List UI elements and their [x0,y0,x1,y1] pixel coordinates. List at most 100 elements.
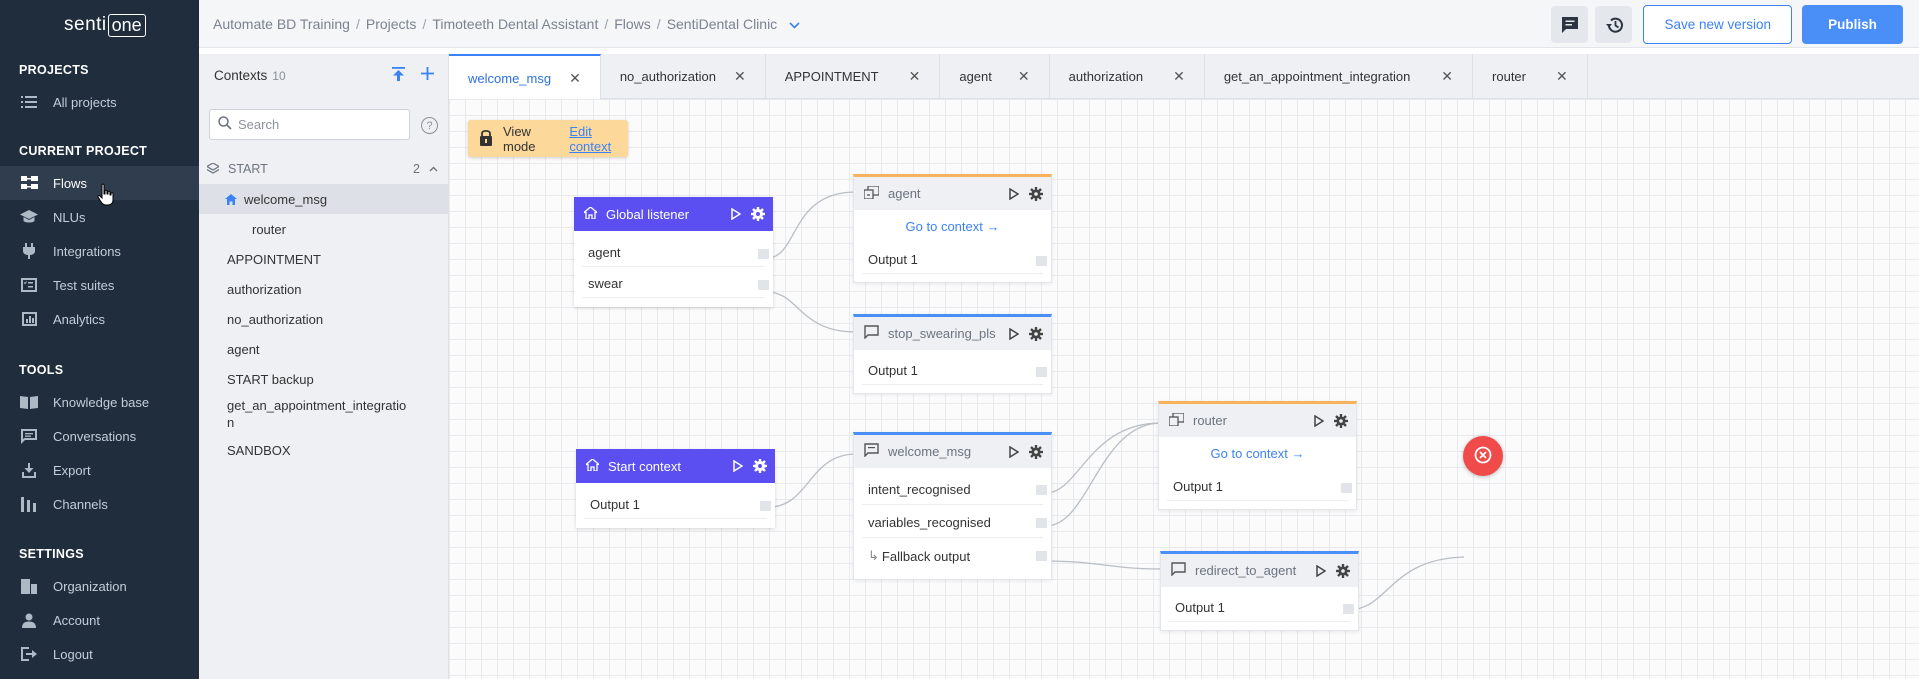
gear-icon[interactable] [1029,187,1043,204]
nav-item-analytics[interactable]: Analytics [0,302,199,336]
chevron-up-icon[interactable] [429,163,438,175]
close-icon[interactable]: ✕ [733,68,746,84]
close-icon[interactable]: ✕ [1441,68,1454,84]
output-port[interactable] [1343,604,1354,614]
publish-button[interactable]: Publish [1802,5,1903,44]
play-icon[interactable] [1316,564,1327,580]
output-port[interactable] [1341,483,1352,493]
home-icon [582,205,599,222]
nav-item-test-suites[interactable]: Test suites [0,268,199,302]
context-item-sandbox[interactable]: SANDBOX [199,435,448,465]
nav-item-knowledge-base[interactable]: Knowledge base [0,385,199,419]
gear-icon[interactable] [1029,445,1043,462]
close-icon[interactable]: ✕ [569,69,581,86]
go-to-context-link[interactable]: Go to context → [905,219,1000,234]
save-new-version-button[interactable]: Save new version [1643,5,1792,44]
tab-welcome-msg[interactable]: welcome_msg✕ [449,54,601,100]
close-icon[interactable]: ✕ [1556,68,1568,84]
output-row: Output 1 [862,246,1047,274]
output-port[interactable] [758,249,769,259]
history-icon-button[interactable] [1595,6,1633,43]
nav-item-conversations[interactable]: Conversations [0,419,199,453]
output-port[interactable] [1036,485,1047,495]
tab-get-an-appointment-integration[interactable]: get_an_appointment_integration ✕ [1205,54,1474,99]
context-item-welcome-msg[interactable]: welcome_msg [199,184,448,214]
tab-router[interactable]: router✕ [1473,54,1588,99]
nav-item-account[interactable]: Account [0,603,199,637]
play-icon[interactable] [1009,187,1020,203]
tab-authorization[interactable]: authorization✕ [1050,54,1205,99]
nav-item-export[interactable]: Export [0,453,199,487]
output-port[interactable] [1036,551,1047,561]
add-context-icon[interactable] [421,67,434,84]
node-welcome-msg[interactable]: welcome_msg intent_recognised variables_… [853,432,1052,580]
edit-context-link[interactable]: Edit context [569,123,612,154]
gear-icon[interactable] [1029,327,1043,344]
chat-icon-button[interactable] [1551,6,1589,43]
context-item-router[interactable]: router [199,214,448,244]
play-icon[interactable] [1009,445,1020,461]
breadcrumb: Automate BD Training / Projects / Timote… [199,16,800,32]
context-group-start[interactable]: START 2 [199,154,448,184]
play-icon[interactable] [731,207,742,223]
nav-item-nlus[interactable]: NLUs [0,200,199,234]
play-icon[interactable] [1314,414,1325,430]
output-port[interactable] [1036,518,1047,528]
gear-icon[interactable] [1336,564,1350,581]
view-mode-banner: View mode Edit context [468,120,628,157]
play-icon[interactable] [1009,327,1020,343]
node-stop-swearing-pls[interactable]: stop_swearing_pls Output 1 [853,314,1052,394]
node-global-listener[interactable]: Global listener agent swear [574,197,773,307]
help-icon[interactable]: ? [421,117,438,134]
breadcrumb-flows[interactable]: Flows [614,15,651,32]
contexts-search[interactable] [209,109,410,140]
output-port[interactable] [760,501,771,511]
output-row-variables-recognised: variables_recognised [862,508,1047,538]
close-icon[interactable]: ✕ [1017,68,1030,84]
context-item-get-appointment-integration[interactable]: get_an_appointment_integratio n [199,394,448,432]
nav-item-organization[interactable]: Organization [0,569,199,603]
node-agent[interactable]: agent Go to context → Output 1 [853,174,1052,283]
context-item-appointment[interactable]: APPOINTMENT [199,244,448,274]
breadcrumb-flow-name[interactable]: SentiDental Clinic [666,15,778,32]
upload-icon[interactable] [392,67,405,84]
search-input[interactable] [238,117,398,132]
output-port[interactable] [758,280,769,290]
group-label: START [228,162,268,176]
nav-item-flows[interactable]: Flows [0,166,199,206]
gear-icon[interactable] [751,207,765,224]
tab-agent[interactable]: agent✕ [940,54,1050,99]
node-start-context[interactable]: Start context Output 1 [576,449,775,528]
context-item-no-authorization[interactable]: no_authorization [199,304,448,334]
gear-icon[interactable] [1334,414,1348,431]
output-port[interactable] [1036,256,1047,266]
context-item-authorization[interactable]: authorization [199,274,448,304]
close-icon[interactable]: ✕ [908,68,921,84]
node-router[interactable]: router Go to context → Output 1 [1158,401,1357,510]
context-item-agent[interactable]: agent [199,334,448,364]
go-to-context-link[interactable]: Go to context → [1210,446,1305,461]
breadcrumb-project[interactable]: Timoteeth Dental Assistant [432,15,599,32]
nav-section-current-project: CURRENT PROJECT [19,144,148,158]
end-conversation-node[interactable] [1463,436,1503,476]
context-label: welcome_msg [244,191,328,207]
gear-icon[interactable] [753,459,767,476]
nav-item-integrations[interactable]: Integrations [0,234,199,268]
tab-appointment[interactable]: APPOINTMENT✕ [766,54,941,99]
output-port[interactable] [1036,367,1047,377]
play-icon[interactable] [733,459,744,475]
close-icon[interactable]: ✕ [1173,68,1185,84]
fallback-arrow-icon: ↳ [868,548,879,563]
context-item-start-backup[interactable]: START backup [199,364,448,394]
node-redirect-to-agent[interactable]: redirect_to_agent Output 1 [1160,551,1359,631]
nav-item-channels[interactable]: Channels [0,487,199,521]
breadcrumb-org[interactable]: Automate BD Training [213,15,350,32]
chevron-down-icon[interactable] [789,16,800,32]
flow-canvas[interactable]: View mode Edit context Global listener a… [449,99,1919,679]
nav-item-all-projects[interactable]: All projects [0,85,199,119]
tab-no-authorization[interactable]: no_authorization✕ [601,54,766,99]
nav-item-logout[interactable]: Logout [0,637,199,671]
breadcrumb-projects[interactable]: Projects [365,15,417,32]
tab-label: get_an_appointment_integration [1223,69,1411,84]
